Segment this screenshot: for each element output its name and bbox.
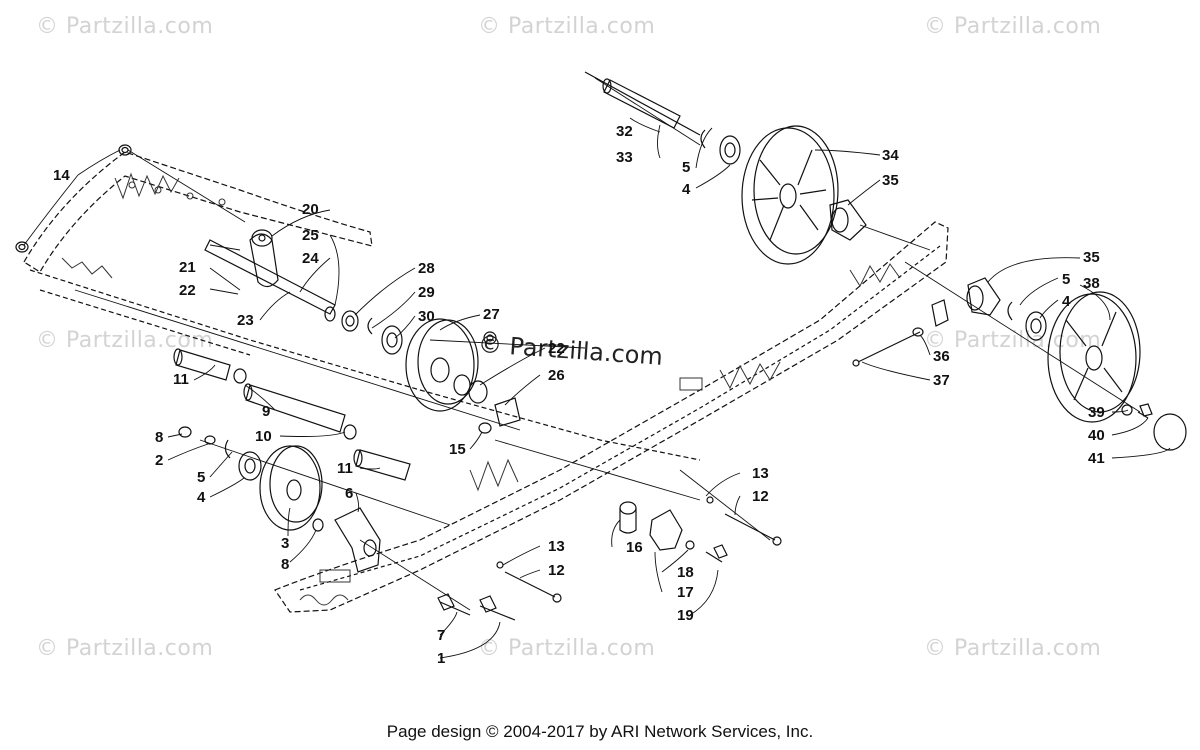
callout-35[interactable]: 35 [882, 172, 899, 189]
callout-13[interactable]: 13 [752, 465, 769, 482]
callout-21[interactable]: 21 [179, 259, 196, 276]
callout-10[interactable]: 10 [255, 428, 272, 445]
callout-23[interactable]: 23 [237, 312, 254, 329]
callout-8-b[interactable]: 8 [281, 556, 290, 573]
callout-39[interactable]: 39 [1088, 404, 1105, 421]
part-3-lower-wheel [178, 426, 324, 532]
callout-7[interactable]: 7 [437, 627, 446, 644]
part-35-hubs [829, 199, 1001, 316]
part-20-arm-shaft [204, 229, 336, 315]
part-6-bracket [334, 507, 381, 573]
callout-11-b[interactable]: 11 [337, 460, 353, 477]
callout-35-b[interactable]: 35 [1083, 249, 1100, 266]
watermark-top-left: © Partzilla.com [36, 14, 214, 39]
part-34-large-wheel [741, 125, 839, 265]
callout-22-b[interactable]: 22 [548, 340, 565, 357]
callout-38[interactable]: 38 [1083, 275, 1100, 292]
callout-40[interactable]: 40 [1088, 427, 1105, 444]
callout-2[interactable]: 2 [155, 452, 164, 469]
callout-5[interactable]: 5 [682, 159, 691, 176]
part-27-idler-wheel [405, 318, 497, 412]
part-38-right-wheel [1007, 291, 1187, 451]
bolts-12 [496, 496, 782, 603]
callout-17[interactable]: 17 [677, 584, 694, 601]
part-16-17-block [619, 501, 728, 563]
callout-36[interactable]: 36 [933, 348, 950, 365]
callout-18[interactable]: 18 [677, 564, 694, 581]
callout-8[interactable]: 8 [155, 429, 164, 446]
center-lines [74, 77, 1141, 611]
callout-9[interactable]: 9 [262, 403, 271, 420]
watermark-bottom-center: © Partzilla.com [478, 636, 656, 661]
callout-5-c[interactable]: 5 [197, 469, 206, 486]
part-32-shaft [584, 71, 741, 165]
callout-leaders [23, 117, 1171, 659]
callout-29[interactable]: 29 [418, 284, 435, 301]
callout-15[interactable]: 15 [449, 441, 466, 458]
callout-4-c[interactable]: 4 [197, 489, 206, 506]
callout-19[interactable]: 19 [677, 607, 694, 624]
callout-26[interactable]: 26 [548, 367, 565, 384]
callout-12-b[interactable]: 12 [548, 562, 565, 579]
main-slide-rail [274, 221, 949, 613]
watermark-top-center: © Partzilla.com [478, 14, 656, 39]
callout-20[interactable]: 20 [302, 201, 319, 218]
callout-30[interactable]: 30 [418, 308, 435, 325]
callout-41[interactable]: 41 [1088, 450, 1105, 467]
bolts-1-7 [437, 593, 516, 621]
callout-24[interactable]: 24 [302, 250, 319, 267]
callout-14[interactable]: 14 [53, 167, 70, 184]
callout-4-b[interactable]: 4 [1062, 293, 1071, 310]
callout-33[interactable]: 33 [616, 149, 633, 166]
callout-3[interactable]: 3 [281, 535, 290, 552]
callout-4[interactable]: 4 [682, 181, 691, 198]
callout-25[interactable]: 25 [302, 227, 319, 244]
part-11-9-spacers [173, 348, 411, 481]
watermark-bottom-right: © Partzilla.com [924, 636, 1102, 661]
callout-32[interactable]: 32 [616, 123, 633, 140]
idler-bearing-stack-upper [324, 306, 403, 355]
callout-37[interactable]: 37 [933, 372, 950, 389]
spacer-26 [478, 397, 521, 434]
callout-13-b[interactable]: 13 [548, 538, 565, 555]
callout-22[interactable]: 22 [179, 282, 196, 299]
callout-11[interactable]: 11 [173, 371, 189, 388]
callout-27[interactable]: 27 [483, 306, 500, 323]
bolt-36-37 [852, 299, 949, 367]
callout-6[interactable]: 6 [345, 485, 354, 502]
callout-34[interactable]: 34 [882, 147, 899, 164]
callout-16[interactable]: 16 [626, 539, 643, 556]
watermark-top-right: © Partzilla.com [924, 14, 1102, 39]
watermark-mid-right: © Partzilla.com [924, 328, 1102, 353]
callout-5-b[interactable]: 5 [1062, 271, 1071, 288]
callout-1[interactable]: 1 [437, 650, 446, 667]
watermark-mid-left: © Partzilla.com [36, 328, 214, 353]
callout-12[interactable]: 12 [752, 488, 769, 505]
footer-copyright: Page design © 2004-2017 by ARI Network S… [386, 722, 814, 741]
watermark-bottom-left: © Partzilla.com [36, 636, 214, 661]
callout-28[interactable]: 28 [418, 260, 435, 277]
